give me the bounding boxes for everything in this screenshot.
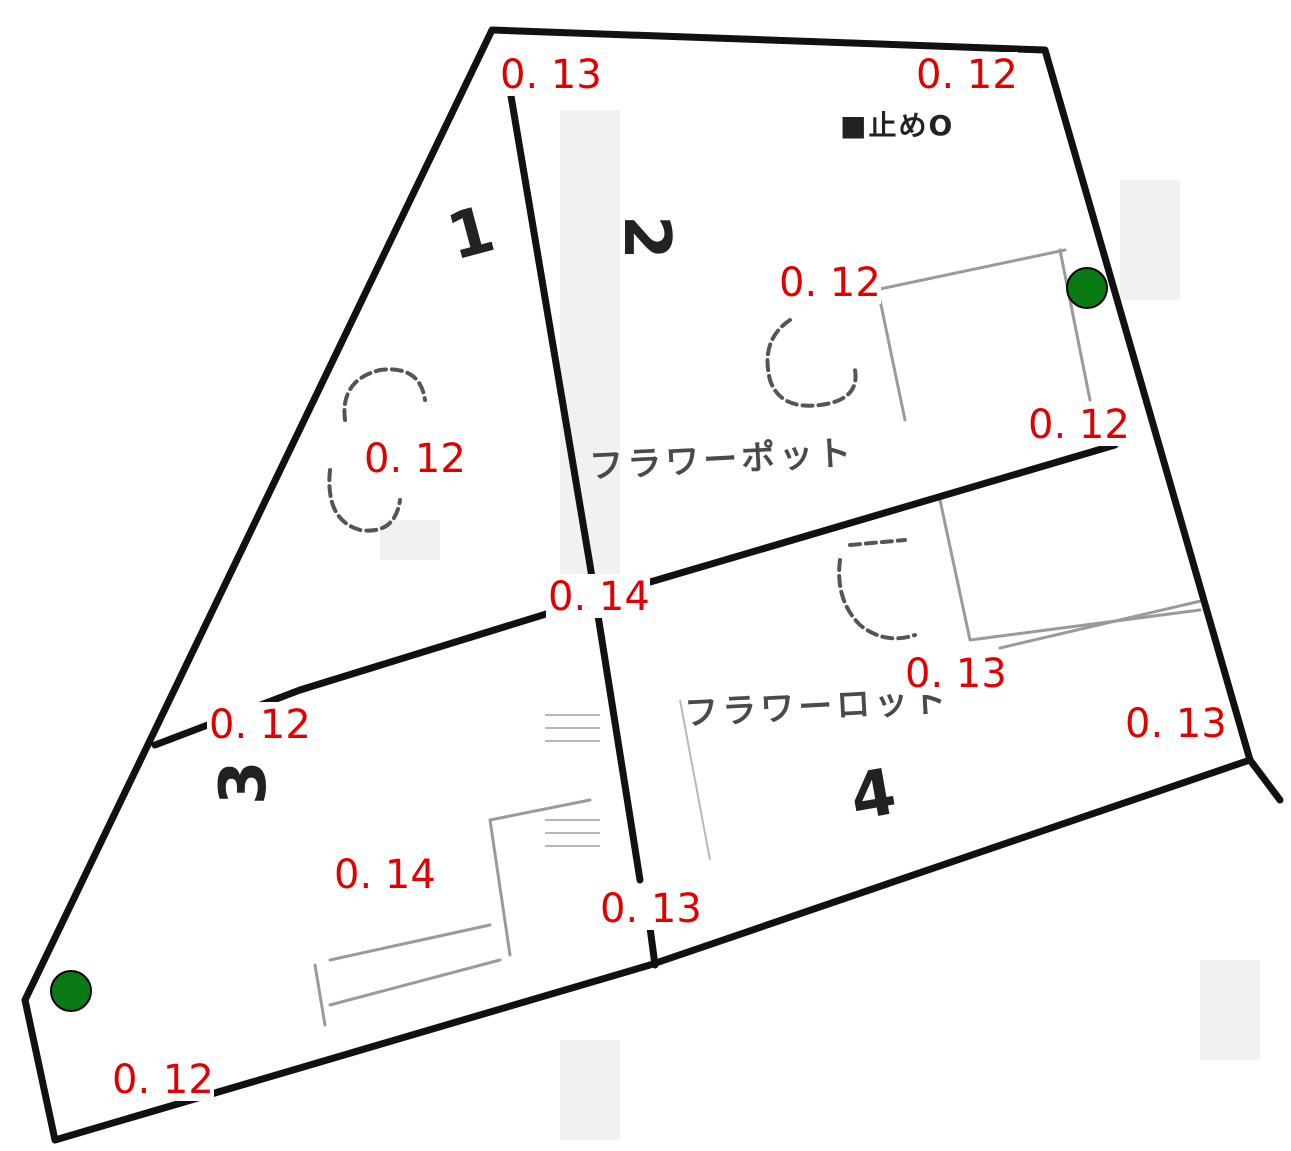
measurement-label: 0. 12 bbox=[779, 260, 881, 306]
faint-annotations: フラワーポット フラワーロット ■止めO bbox=[588, 109, 954, 734]
measurement-label: 0. 13 bbox=[600, 886, 702, 932]
measurement-label: 0. 14 bbox=[548, 574, 650, 620]
measurement-label: 0. 13 bbox=[905, 651, 1007, 697]
room-label-1: 1 bbox=[440, 192, 502, 275]
measurement-label: 0. 12 bbox=[364, 436, 466, 482]
faint-sketch-lines bbox=[313, 248, 1207, 1027]
lot-outline bbox=[21, 26, 1284, 1144]
room-label-4: 4 bbox=[845, 755, 902, 836]
measurement-label: 0. 12 bbox=[112, 1057, 214, 1103]
measurement-labels: 0. 13 0. 12 0. 12 0. 12 0. 12 0. 14 0. 1… bbox=[110, 52, 1227, 1103]
measurement-label: 0. 12 bbox=[209, 702, 311, 748]
survey-marker-right bbox=[1066, 267, 1108, 309]
measurement-label: 0. 13 bbox=[1125, 701, 1227, 747]
room-label-3: 3 bbox=[207, 760, 281, 805]
survey-markers bbox=[50, 267, 1108, 1012]
room-label-2: 2 bbox=[609, 215, 683, 260]
top-right-mark-label: ■止めO bbox=[840, 109, 954, 142]
hand-sketch-symbols bbox=[327, 318, 917, 641]
measurement-label: 0. 12 bbox=[916, 52, 1018, 98]
measurement-label: 0. 14 bbox=[334, 852, 436, 898]
measurement-label: 0. 12 bbox=[1028, 402, 1130, 448]
measurement-label: 0. 13 bbox=[500, 52, 602, 98]
flower-pot-label-top: フラワーポット bbox=[588, 433, 856, 487]
survey-marker-left bbox=[50, 970, 92, 1012]
scan-shading bbox=[380, 110, 1260, 1140]
